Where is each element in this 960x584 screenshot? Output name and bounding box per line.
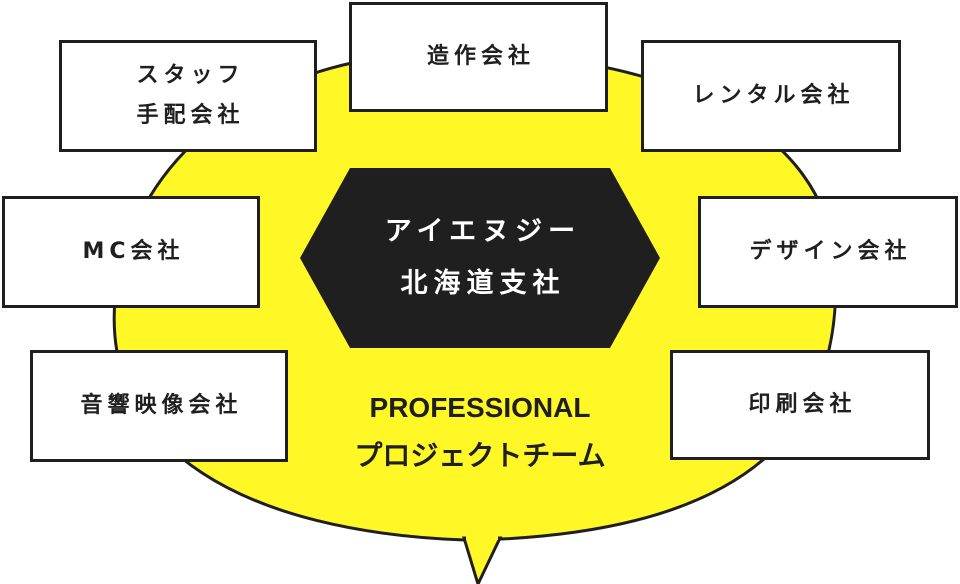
- hub-hexagon-shape: [300, 168, 660, 348]
- speech-bubble-tail-joint: [466, 530, 498, 540]
- team-label-line1: PROFESSIONAL: [369, 392, 591, 423]
- partner-label-print: 印刷会社: [748, 392, 857, 417]
- partner-box-design: デザイン会社: [698, 196, 958, 308]
- partner-label-av: 音響映像会社: [80, 393, 243, 418]
- partner-label-rental: レンタル会社: [692, 83, 855, 108]
- partner-label-zousaku: 造作会社: [426, 44, 535, 69]
- team-label-line2: プロジェクトチーム: [354, 440, 606, 471]
- partner-box-av: 音響映像会社: [30, 350, 288, 462]
- central-hub: アイエヌジー 北海道支社: [300, 168, 660, 348]
- partner-label-mc: MC会社: [82, 239, 185, 264]
- partner-box-staff: スタッフ 手配会社: [59, 40, 317, 152]
- partner-box-print: 印刷会社: [670, 350, 930, 460]
- partner-box-zousaku: 造作会社: [349, 2, 608, 112]
- partner-label-staff: スタッフ 手配会社: [136, 63, 245, 128]
- team-label: PROFESSIONAL プロジェクトチーム: [280, 384, 680, 480]
- partner-box-mc: MC会社: [2, 196, 260, 308]
- hub-label: アイエヌジー 北海道支社: [384, 216, 582, 299]
- hub-hexagon: [300, 168, 660, 348]
- speech-bubble-tail: [461, 536, 503, 584]
- partner-label-design: デザイン会社: [749, 239, 912, 264]
- partner-box-rental: レンタル会社: [641, 40, 901, 152]
